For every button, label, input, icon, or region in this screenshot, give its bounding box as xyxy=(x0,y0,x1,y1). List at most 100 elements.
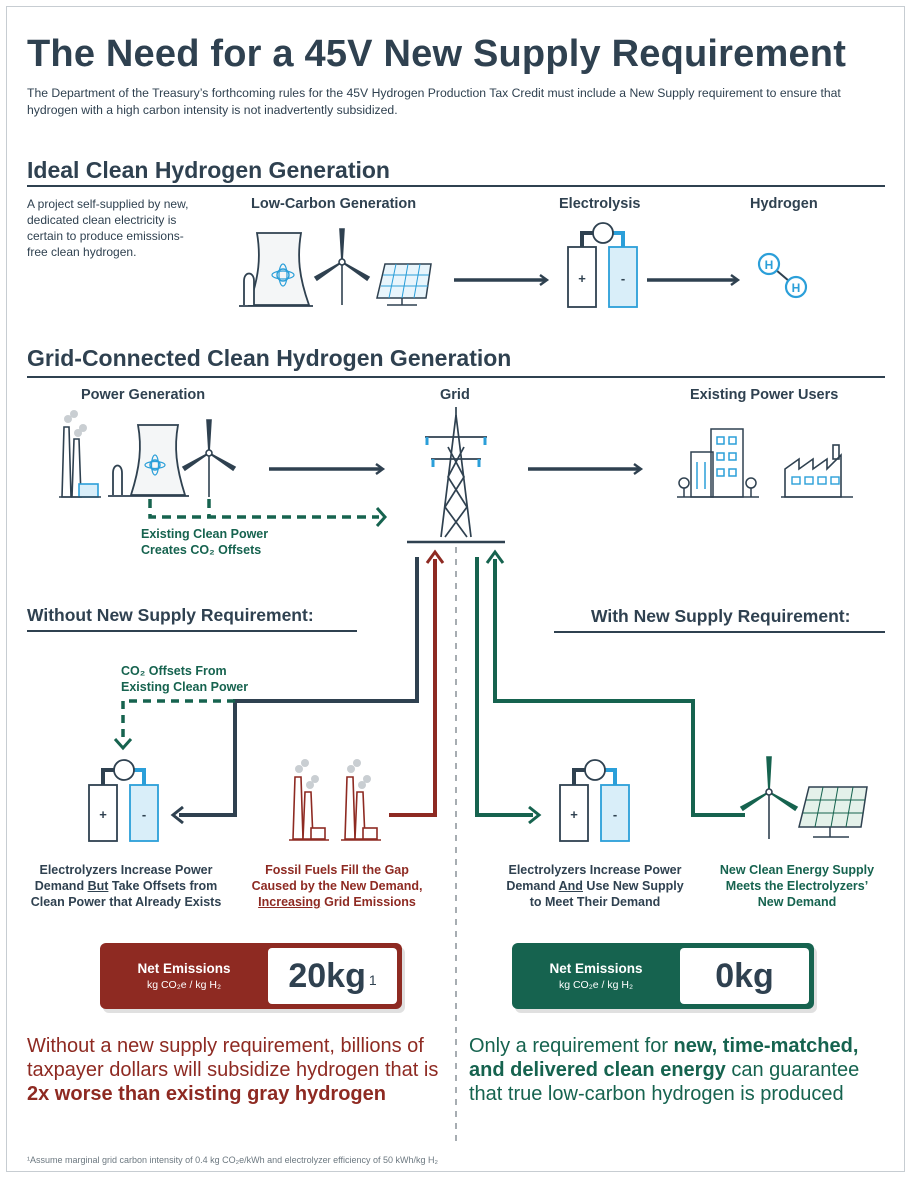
caption-text: Grid Emissions xyxy=(320,895,416,909)
label-grid: Grid xyxy=(440,387,470,403)
caption-text: Take Offsets from xyxy=(108,879,218,893)
grid-heading: Grid-Connected Clean Hydrogen Generation xyxy=(27,345,512,371)
caption-text: Use New Supply xyxy=(582,879,684,893)
caption-line: New Demand xyxy=(757,895,837,909)
emissions-number: 20kg xyxy=(288,956,366,995)
caption-line: Electrolyzers Increase Power xyxy=(39,863,213,877)
offsets-dashed-line xyxy=(121,699,235,742)
arrowhead xyxy=(113,738,133,751)
factory-icon xyxy=(781,444,853,498)
emissions-unit: kg CO₂e / kg H₂ xyxy=(558,979,634,991)
hydrogen-molecule-icon: H H xyxy=(757,252,808,299)
fossil-plant-icon xyxy=(289,759,329,841)
caption-emphasis: And xyxy=(558,879,583,893)
conclusion-bold: 2x worse than existing gray hydrogen xyxy=(27,1083,386,1105)
without-electrolyzer-caption: Electrolyzers Increase Power Demand But … xyxy=(21,862,231,910)
without-offsets-caption: CO₂ Offsets From Existing Clean Power xyxy=(121,663,248,695)
solar-panel-icon xyxy=(798,786,868,838)
caption-line: Demand But Take Offsets from xyxy=(21,878,231,894)
clean-supply-caption: New Clean Energy Supply Meets the Electr… xyxy=(707,862,887,910)
caption-line: to Meet Their Demand xyxy=(529,895,661,909)
with-emissions-box: Net Emissions kg CO₂e / kg H₂ 0kg xyxy=(512,943,814,1009)
arrowhead xyxy=(528,805,542,825)
without-offsets-line1: CO₂ Offsets From xyxy=(121,664,227,678)
caption-line: Meets the Electrolyzers’ xyxy=(725,879,869,893)
caption-line: Clean Power that Already Exists xyxy=(30,895,222,909)
plus-sign: + xyxy=(99,807,107,822)
emissions-value: 0kg xyxy=(680,948,809,1004)
transmission-tower-icon xyxy=(407,407,505,544)
coal-plant-icon xyxy=(59,410,101,498)
emissions-number: 0kg xyxy=(715,956,774,995)
emissions-label: Net Emissions kg CO₂e / kg H₂ xyxy=(512,943,680,1009)
label-hydrogen: Hydrogen xyxy=(750,196,818,212)
dashed-offset-arrow xyxy=(148,499,388,527)
arrowhead xyxy=(425,549,445,564)
infographic: The Need for a 45V New Supply Requiremen… xyxy=(6,6,905,1172)
footnote-mark: 1 xyxy=(368,972,377,988)
electrolyzer-icon: + - xyxy=(567,222,638,308)
with-rule xyxy=(554,631,885,633)
minus-sign: - xyxy=(621,271,625,286)
electrolyzer-icon: + - xyxy=(559,759,630,842)
without-conclusion: Without a new supply requirement, billio… xyxy=(27,1034,447,1106)
caption-emphasis: But xyxy=(87,879,109,893)
label-low-carbon: Low-Carbon Generation xyxy=(251,196,417,212)
caption-line: Demand And Use New Supply xyxy=(495,878,695,894)
intro-text: The Department of the Treasury’s forthco… xyxy=(27,86,841,117)
page-title: The Need for a 45V New Supply Requiremen… xyxy=(27,33,847,75)
with-conclusion: Only a requirement for new, time-matched… xyxy=(469,1034,889,1106)
without-offsets-line2: Existing Clean Power xyxy=(121,680,249,694)
illustrations: + - H H xyxy=(59,222,868,1147)
grid-offsets-line1: Existing Clean Power xyxy=(141,527,269,541)
with-heading: With New Supply Requirement: xyxy=(591,606,851,626)
city-buildings-icon xyxy=(677,428,759,498)
emissions-label: Net Emissions kg CO₂e / kg H₂ xyxy=(100,943,268,1009)
emissions-unit: kg CO₂e / kg H₂ xyxy=(146,979,222,991)
caption-line: Caused by the New Demand, xyxy=(251,879,423,893)
grid-rule xyxy=(27,376,885,378)
caption-line: Fossil Fuels Fill the Gap xyxy=(265,863,409,877)
ideal-rule xyxy=(27,185,885,187)
h-atom-label: H xyxy=(792,281,801,295)
wind-turbine-icon xyxy=(313,228,371,305)
grid-offsets-line2: Creates CO₂ Offsets xyxy=(141,543,262,557)
solar-panel-icon xyxy=(376,263,432,306)
plus-sign: + xyxy=(570,807,578,822)
wind-turbine-icon xyxy=(739,756,799,839)
nuclear-plant-icon xyxy=(108,424,189,497)
caption-emphasis: Increasing xyxy=(258,895,321,909)
caption-text: Demand xyxy=(34,879,88,893)
arrowhead xyxy=(170,805,184,825)
clean-to-grid-line xyxy=(493,559,745,817)
ideal-heading: Ideal Clean Hydrogen Generation xyxy=(27,157,390,183)
electrolyzer-icon: + - xyxy=(88,759,159,842)
arrowhead xyxy=(485,549,505,564)
grid-to-right-electrolyzer-line xyxy=(475,557,533,817)
nuclear-plant-icon xyxy=(239,232,313,307)
conclusion-text: can guarantee that true low-carbon hydro… xyxy=(469,1059,860,1105)
h-atom-label: H xyxy=(765,258,774,272)
minus-sign: - xyxy=(613,807,617,822)
emissions-title: Net Emissions xyxy=(549,961,643,976)
conclusion-bold: new, time-matched, and delivered clean e… xyxy=(469,1035,859,1081)
caption-line: Increasing Grid Emissions xyxy=(243,894,431,910)
ideal-description: A project self-supplied by new, dedicate… xyxy=(27,197,189,259)
plus-sign: + xyxy=(578,271,586,286)
label-electrolysis: Electrolysis xyxy=(559,196,641,212)
emissions-title: Net Emissions xyxy=(137,961,231,976)
caption-line: Electrolyzers Increase Power xyxy=(508,863,682,877)
caption-text: Demand xyxy=(506,879,559,893)
caption-line: New Clean Energy Supply xyxy=(719,863,875,877)
with-electrolyzer-caption: Electrolyzers Increase Power Demand And … xyxy=(495,862,695,910)
without-rule xyxy=(27,630,357,632)
footnote: ¹Assume marginal grid carbon intensity o… xyxy=(27,1155,438,1165)
label-existing-users: Existing Power Users xyxy=(690,387,839,403)
minus-sign: - xyxy=(142,807,146,822)
conclusion-text: Only a requirement for xyxy=(469,1035,674,1057)
without-heading: Without New Supply Requirement: xyxy=(27,605,314,625)
conclusion-text: Without a new supply requirement, billio… xyxy=(27,1035,439,1081)
label-power-generation: Power Generation xyxy=(81,387,206,403)
grid-offsets-caption: Existing Clean Power Creates CO₂ Offsets xyxy=(141,526,268,558)
